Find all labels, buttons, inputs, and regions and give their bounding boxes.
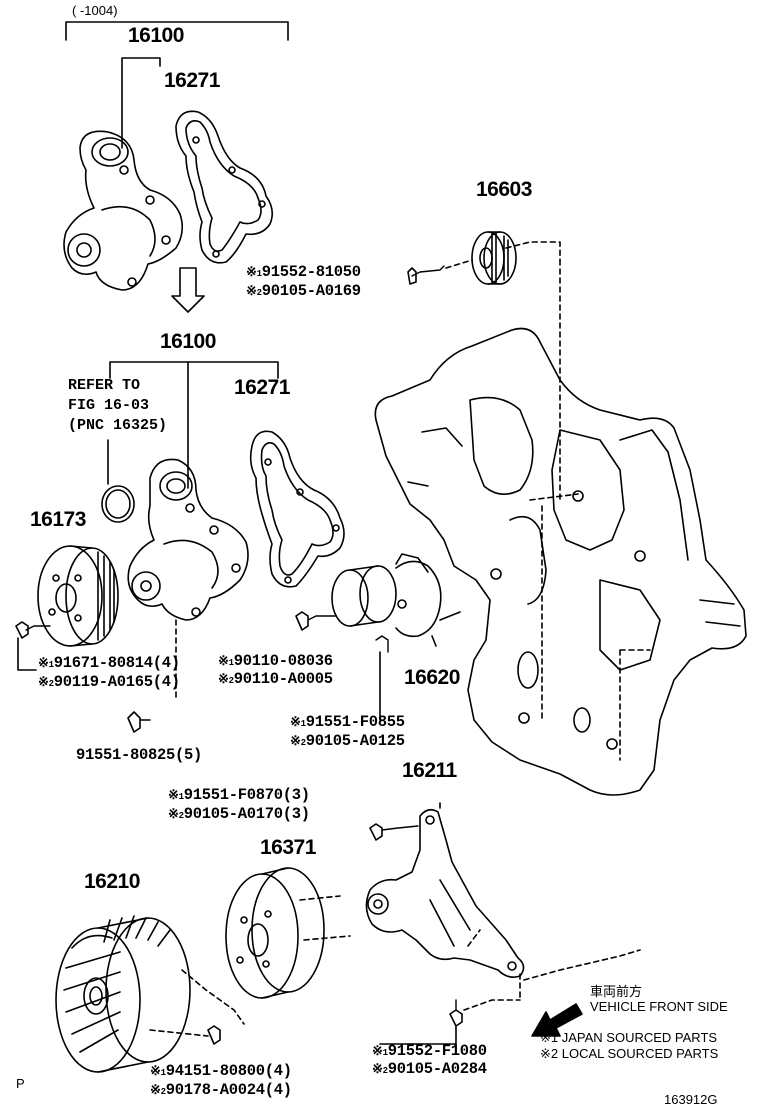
pulley-bolt-local[interactable]: ※290119-A0165(4) [38, 673, 180, 691]
idler-pulley-drawing [407, 231, 561, 285]
engine-timing-cover-drawing [374, 327, 747, 796]
idler-bolt-local[interactable]: ※290105-A0169 [246, 282, 361, 300]
pnc-16371[interactable]: 16371 [260, 836, 316, 859]
refer-line-1: REFER TO [68, 377, 141, 394]
footer-p: P [16, 1076, 25, 1091]
bracket-bolt-local[interactable]: ※290105-A0170(3) [168, 805, 310, 823]
pnc-16603[interactable]: 16603 [476, 178, 532, 201]
change-arrow [171, 267, 205, 313]
water-pump-upper-drawing [63, 130, 184, 291]
pump-bolt-japan[interactable]: ※190110-08036 [218, 652, 333, 670]
bracket-lower-bolt-japan[interactable]: ※191552-F1080 [372, 1042, 487, 1060]
direction-jp: 車両前方 [590, 984, 643, 999]
pnc-16271-upper[interactable]: 16271 [164, 69, 220, 92]
dashed-leaders [529, 259, 651, 761]
pulley-bolt-japan[interactable]: ※191671-80814(4) [38, 654, 180, 672]
front-direction-arrow [531, 1003, 583, 1037]
pnc-16173[interactable]: 16173 [30, 508, 86, 531]
direction-en: VEHICLE FRONT SIDE [590, 999, 728, 1014]
idler-bolt-japan[interactable]: ※191552-81050 [246, 263, 361, 281]
figure-code: 163912G [664, 1092, 718, 1107]
coupling-bolt-japan[interactable]: ※194151-80800(4) [150, 1062, 292, 1080]
pnc-16100-lower[interactable]: 16100 [160, 330, 216, 353]
tensioner-bolt-local[interactable]: ※290105-A0125 [290, 732, 405, 750]
legend-japan: ※1 JAPAN SOURCED PARTS [540, 1030, 718, 1045]
fan-pulley-drawing [225, 867, 351, 999]
o-ring-drawing [101, 439, 135, 523]
legend-local: ※2 LOCAL SOURCED PARTS [540, 1046, 719, 1061]
pnc-16100-upper[interactable]: 16100 [128, 24, 184, 47]
tensioner-drawing [295, 553, 442, 721]
refer-line-3: (PNC 16325) [68, 417, 168, 434]
pnc-16210[interactable]: 16210 [84, 870, 140, 893]
pump-bolt-local[interactable]: ※290110-A0005 [218, 670, 333, 688]
pnc-16620[interactable]: 16620 [404, 666, 460, 689]
fluid-coupling-drawing [55, 915, 245, 1073]
gasket-upper-drawing [175, 110, 274, 264]
tensioner-bolt-japan[interactable]: ※191551-F0855 [290, 713, 405, 731]
bracket-lower-bolt-local[interactable]: ※290105-A0284 [372, 1060, 487, 1078]
bracket-lower-bolt-drawing [379, 999, 521, 1045]
pump-bolt-common[interactable]: 91551-80825(5) [76, 746, 203, 764]
gasket-lower-drawing [249, 430, 345, 588]
water-pump-lower-drawing [127, 458, 249, 733]
pnc-16271-lower[interactable]: 16271 [234, 376, 290, 399]
fan-bracket-drawing [365, 799, 641, 1001]
pnc-16211[interactable]: 16211 [402, 759, 457, 782]
refer-line-2[interactable]: FIG 16-03 [68, 397, 150, 414]
group-bracket-top [65, 21, 289, 149]
pulley-16173-drawing [15, 545, 119, 671]
bracket-bolt-japan[interactable]: ※191551-F0870(3) [168, 786, 310, 804]
coupling-bolt-local[interactable]: ※290178-A0024(4) [150, 1081, 292, 1099]
range-note: ( -1004) [72, 3, 118, 18]
